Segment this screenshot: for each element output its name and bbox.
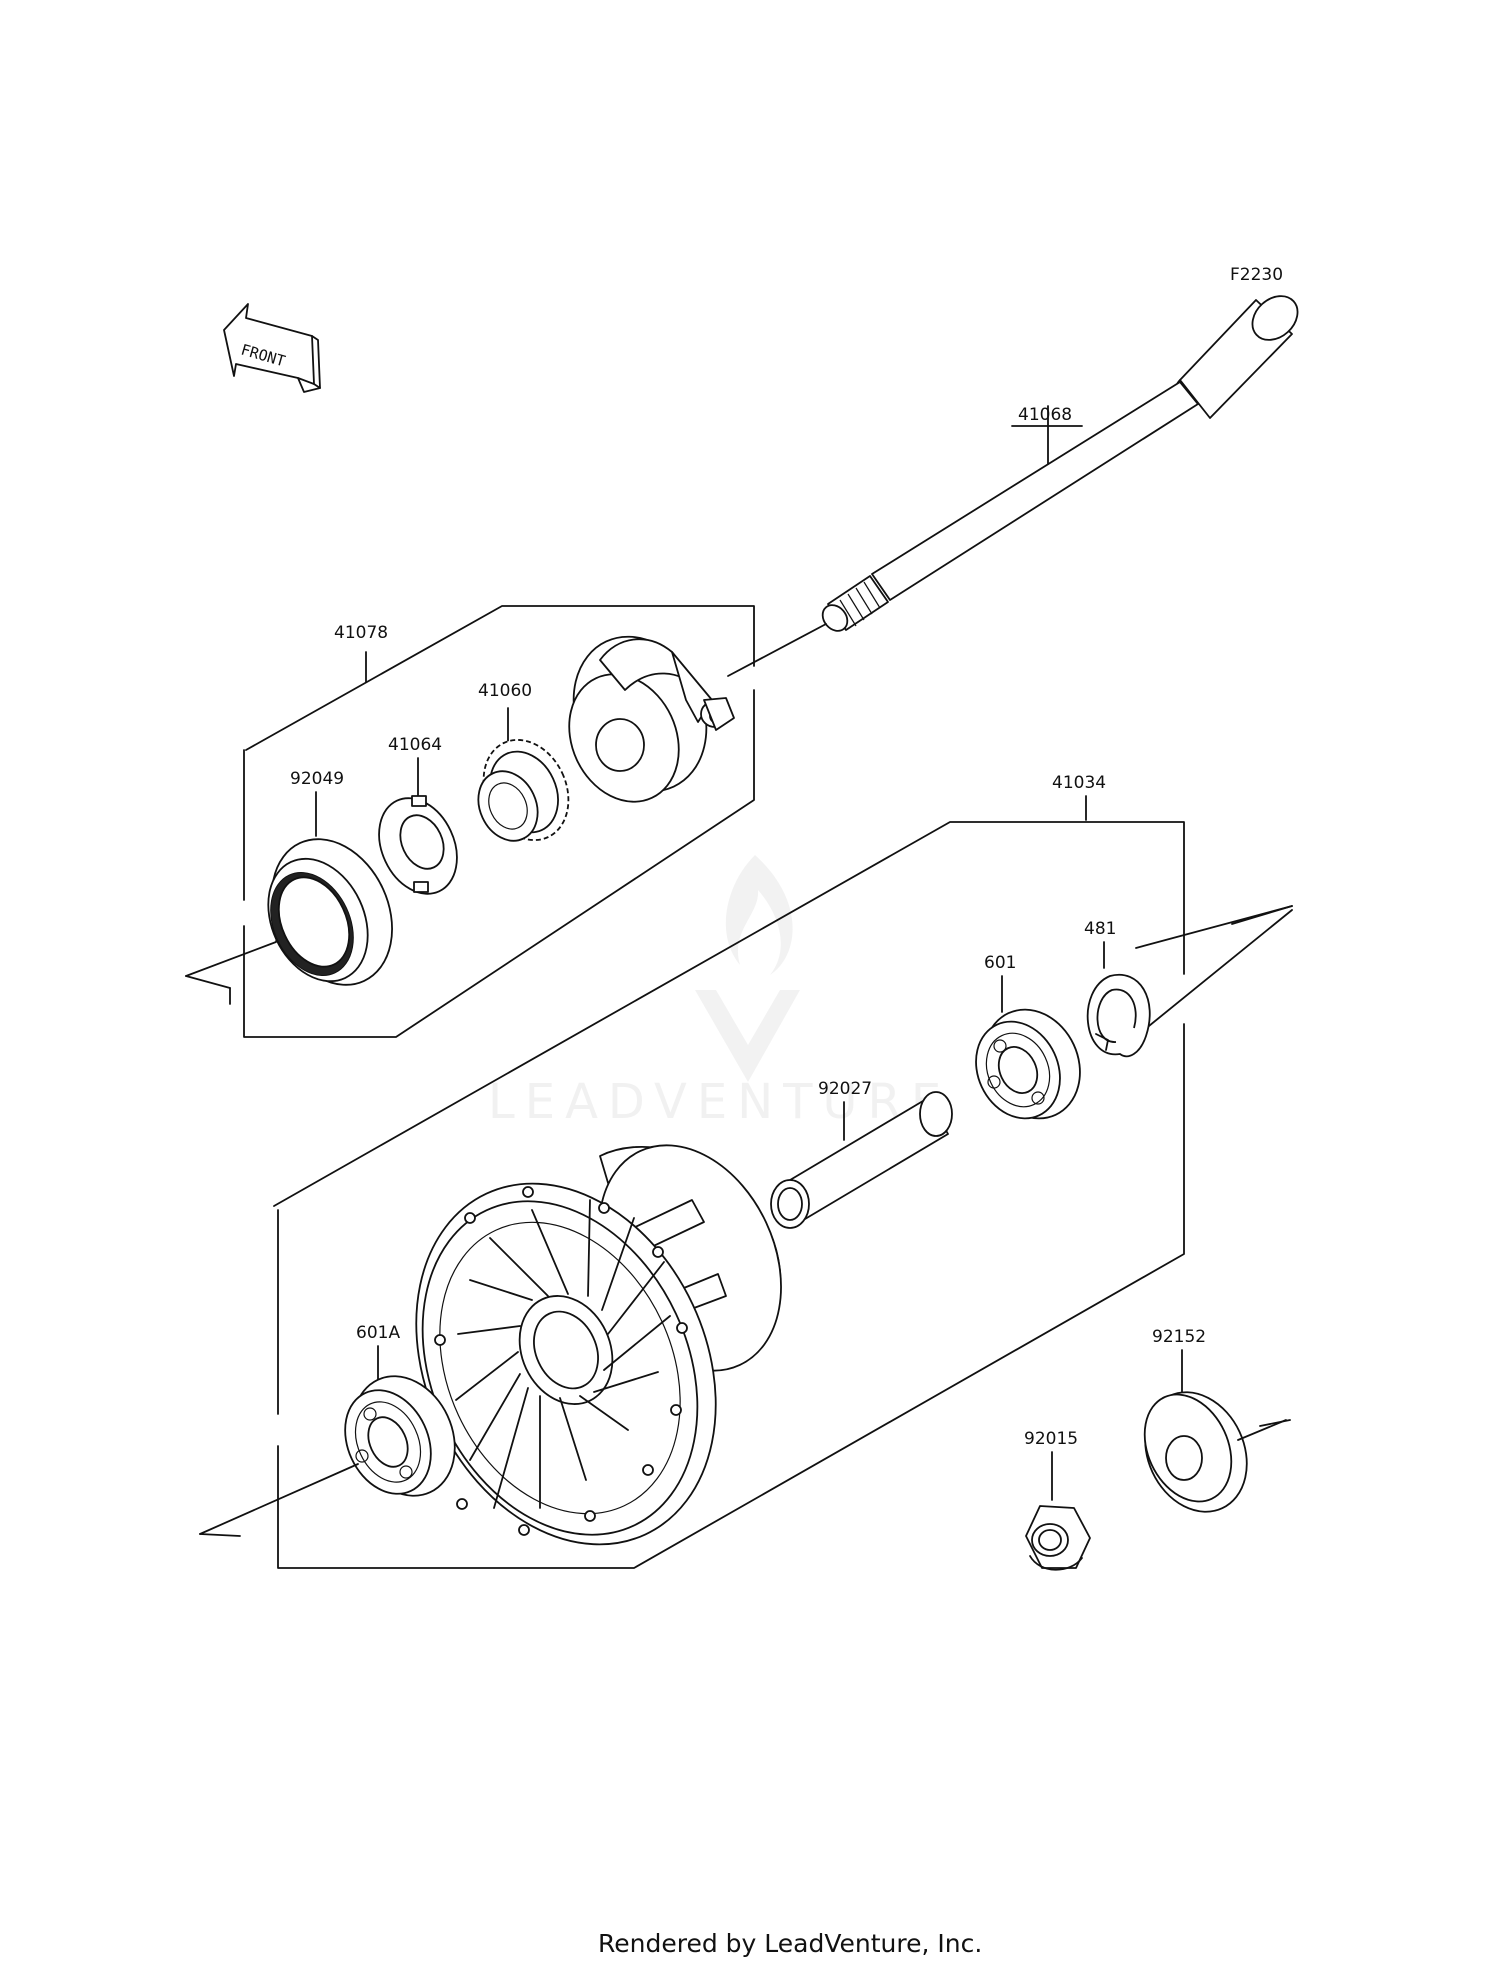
gear-housing-box: [245, 605, 755, 751]
diagram-code: F2230: [1230, 265, 1283, 285]
label-92152: 92152: [1152, 1327, 1206, 1347]
gear-ring[interactable]: [467, 726, 584, 854]
leadventure-watermark: LEADVENTURE: [488, 855, 951, 1130]
axle[interactable]: [818, 287, 1307, 636]
oil-seal[interactable]: [249, 819, 415, 1004]
label-41078: 41078: [334, 623, 388, 643]
hub-assembly-box: [273, 821, 1185, 1207]
label-41060: 41060: [478, 681, 532, 701]
speedometer-gear-housing[interactable]: [549, 615, 735, 820]
bearing-601[interactable]: [961, 994, 1098, 1134]
footer-credit: Rendered by LeadVenture, Inc.: [598, 1929, 982, 1958]
label-92027: 92027: [818, 1079, 872, 1099]
retainer-plate[interactable]: [364, 785, 472, 906]
spacer-tube[interactable]: [770, 1091, 953, 1229]
label-92049: 92049: [290, 769, 344, 789]
axle-collar[interactable]: [1126, 1376, 1265, 1529]
label-92015: 92015: [1024, 1429, 1078, 1449]
label-41034: 41034: [1052, 773, 1106, 793]
label-41068: 41068: [1018, 405, 1072, 425]
label-481: 481: [1084, 919, 1116, 939]
axle-nut[interactable]: [1025, 1505, 1091, 1571]
watermark-text: LEADVENTURE: [488, 1074, 951, 1130]
snap-ring[interactable]: [1086, 973, 1151, 1058]
wheel-hub[interactable]: [360, 1116, 816, 1594]
label-41064: 41064: [388, 735, 442, 755]
bearing-601A[interactable]: [329, 1360, 474, 1513]
label-601: 601: [984, 953, 1016, 973]
front-arrow-icon: FRONT: [223, 303, 321, 393]
label-601A: 601A: [356, 1323, 400, 1343]
